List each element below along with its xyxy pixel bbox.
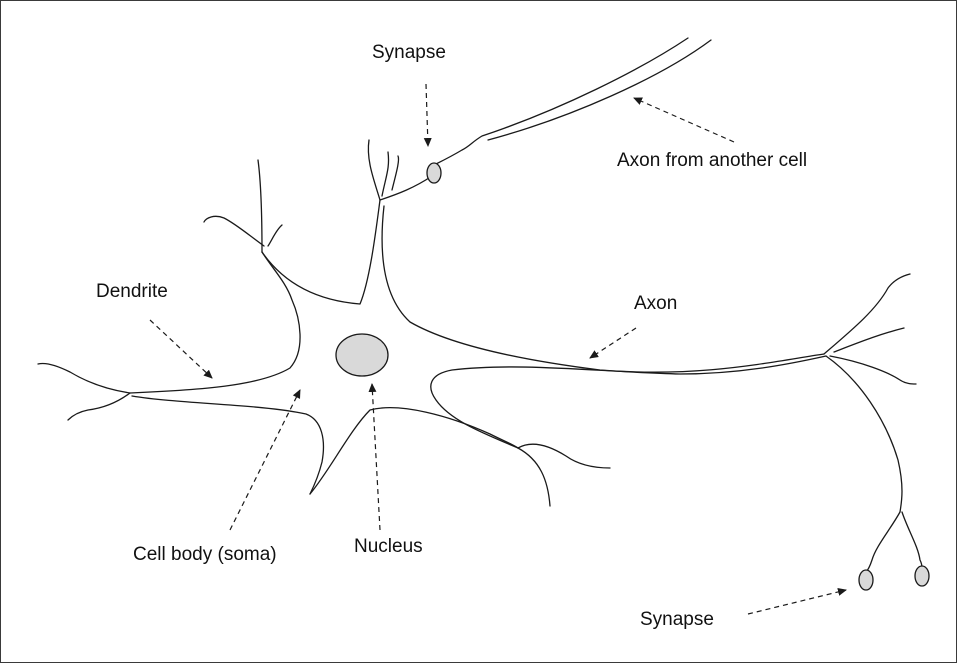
- synapse-terminal-bottom-right: [915, 566, 929, 586]
- axon-branch-up-a: [824, 274, 910, 354]
- incoming-axon-lower: [488, 40, 711, 140]
- soma-outline-bottom-left: [132, 396, 323, 494]
- upper-branch-c: [392, 156, 399, 190]
- soma-outline-left: [130, 252, 300, 393]
- label-nucleus: Nucleus: [354, 537, 423, 556]
- label-dendrite: Dendrite: [96, 282, 168, 301]
- axon-descending-to-right-terminal: [902, 512, 922, 568]
- arrow-dendrite: [150, 320, 212, 378]
- label-synapse-bottom: Synapse: [640, 610, 714, 629]
- soma-bottom-spike: [310, 408, 518, 494]
- left-top-dendrite-b: [204, 216, 264, 246]
- soma-outline-top: [262, 200, 380, 304]
- left-dendrite-bottom-branch: [68, 393, 130, 420]
- nucleus-shape: [336, 334, 388, 376]
- lower-right-dendrite-a: [518, 444, 610, 468]
- incoming-axon-upper: [436, 38, 688, 164]
- upper-branch-b: [382, 152, 389, 196]
- upper-dendrite-trunk-right: [382, 206, 824, 372]
- label-cell-body: Cell body (soma): [133, 545, 277, 564]
- arrow-synapse-top: [426, 84, 428, 146]
- left-top-dendrite-a: [258, 160, 262, 252]
- left-top-dendrite-c: [268, 225, 282, 246]
- label-synapse-top: Synapse: [372, 43, 446, 62]
- axon-descending-branch: [826, 356, 902, 512]
- arrow-axon: [590, 328, 636, 358]
- axon-branch-up-b: [834, 328, 904, 352]
- axon-descending-to-left-terminal: [866, 512, 900, 572]
- synapse-terminal-top: [427, 163, 441, 183]
- arrow-nucleus: [372, 384, 380, 530]
- upper-branch-a: [368, 140, 380, 200]
- label-axon-from-another-cell: Axon from another cell: [617, 151, 807, 170]
- arrow-axon-from-another-cell: [634, 98, 734, 142]
- upper-dendrite-right: [380, 176, 432, 200]
- lower-right-dendrite-b: [518, 448, 550, 506]
- arrow-synapse-bottom: [748, 590, 846, 614]
- label-axon: Axon: [634, 294, 677, 313]
- left-dendrite-top-branch: [38, 363, 130, 393]
- synapse-terminal-bottom-left: [859, 570, 873, 590]
